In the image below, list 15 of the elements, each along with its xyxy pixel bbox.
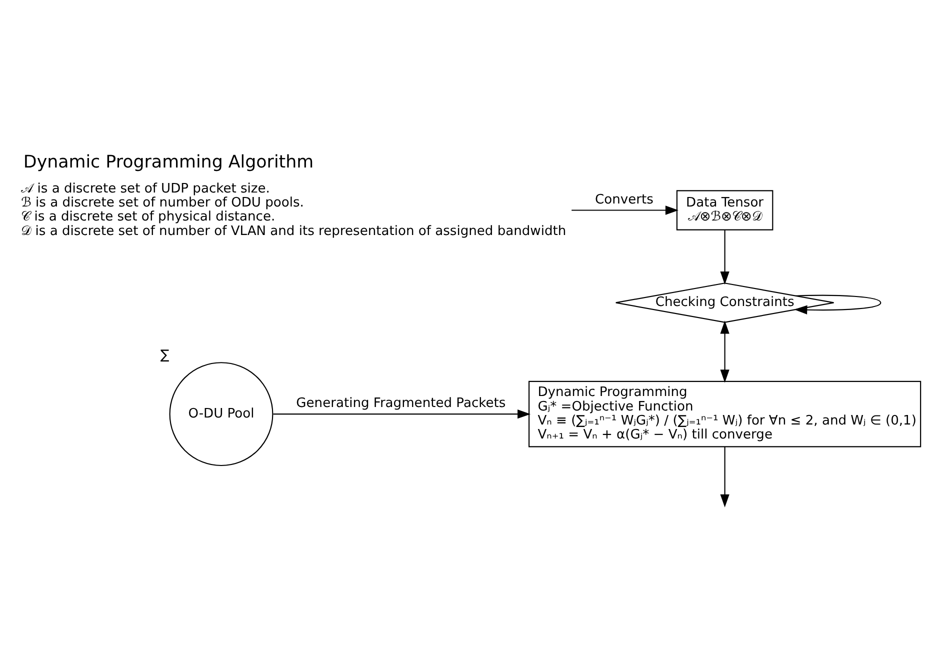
arrow [572,206,679,215]
arrow [273,410,531,419]
arrow [720,230,730,285]
node-circle: O-DU Pool [169,362,274,466]
node-diamond: Checking Constraints [615,282,834,323]
node-label: ∑ [160,348,170,363]
arrow [720,320,730,383]
node-box: Dynamic Programming Gⱼ* =Objective Function Vₙ ≡ (∑ⱼ₌₁ⁿ⁻¹ WⱼGⱼ*) / (∑ⱼ₌₁ⁿ⁻¹ Wⱼ) for ∀n ≤ 2, and Wⱼ ∈ (0,1) Vₙ₊₁ = Vₙ + α(Gⱼ* − Vₙ) till converge [528,380,922,448]
arrow [794,294,882,314]
node-text: 𝒜 is a discrete set of UDP packet size. ℬ is a discrete set of number of ODU pools. 𝒞 is a discrete set of physical distance. 𝒟 is a discrete set of number of VLAN and its representation of assigned bandwidth [21,181,566,239]
arrow [720,446,730,508]
edge-label: Converts [595,192,654,208]
edge-label: Generating Fragmented Packets [296,396,506,412]
node-box: Data Tensor 𝒜⊗ℬ⊗𝒞⊗𝒟 [676,190,774,230]
diagram-title: Dynamic Programming Algorithm [23,152,314,173]
